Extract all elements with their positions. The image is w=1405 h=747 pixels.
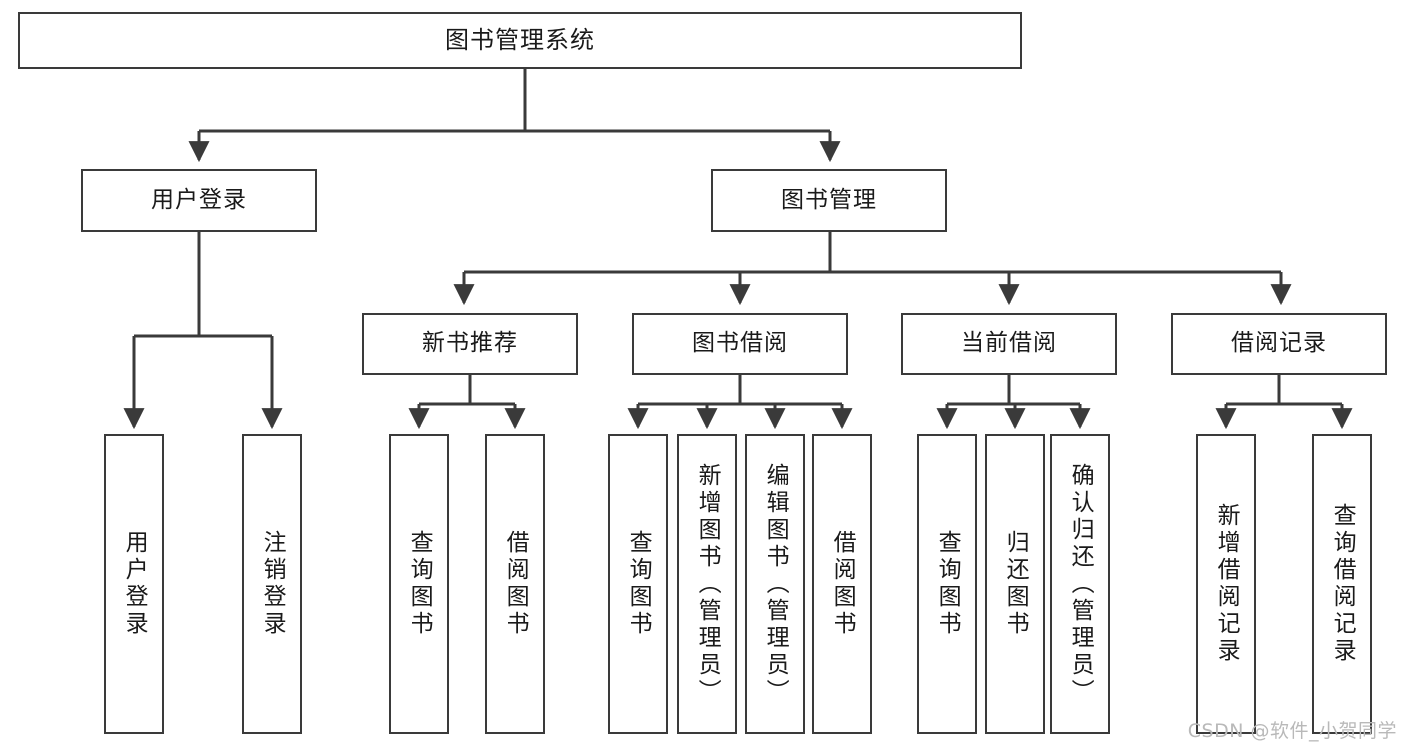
leaf-return-book[interactable]: 归还图书 [985, 434, 1045, 734]
csdn-watermark: CSDN @软件_小贺同学 [1187, 720, 1397, 742]
leaf-edit-book-admin[interactable]: 编辑图书（管理员） [745, 434, 805, 734]
leaf-query-borrow-record[interactable]: 查询借阅记录 [1312, 434, 1372, 734]
leaf-user-login[interactable]: 用户登录 [104, 434, 164, 734]
leaf-query-book-borrow[interactable]: 查询图书 [608, 434, 668, 734]
leaf-confirm-return-admin[interactable]: 确认归还（管理员） [1050, 434, 1110, 734]
leaf-query-book-current[interactable]: 查询图书 [917, 434, 977, 734]
leaf-borrow-book-borrow[interactable]: 借阅图书 [812, 434, 872, 734]
leaf-borrow-book-recommend[interactable]: 借阅图书 [485, 434, 545, 734]
leaf-add-borrow-record[interactable]: 新增借阅记录 [1196, 434, 1256, 734]
node-current-borrow[interactable]: 当前借阅 [901, 313, 1117, 375]
node-new-book-recommend[interactable]: 新书推荐 [362, 313, 578, 375]
leaf-logout-login[interactable]: 注销登录 [242, 434, 302, 734]
node-book-manage[interactable]: 图书管理 [711, 169, 947, 232]
leaf-query-book-recommend[interactable]: 查询图书 [389, 434, 449, 734]
node-book-borrow[interactable]: 图书借阅 [632, 313, 848, 375]
leaf-add-book-admin[interactable]: 新增图书（管理员） [677, 434, 737, 734]
node-user-login[interactable]: 用户登录 [81, 169, 317, 232]
node-borrow-record[interactable]: 借阅记录 [1171, 313, 1387, 375]
node-root-system[interactable]: 图书管理系统 [18, 12, 1022, 69]
